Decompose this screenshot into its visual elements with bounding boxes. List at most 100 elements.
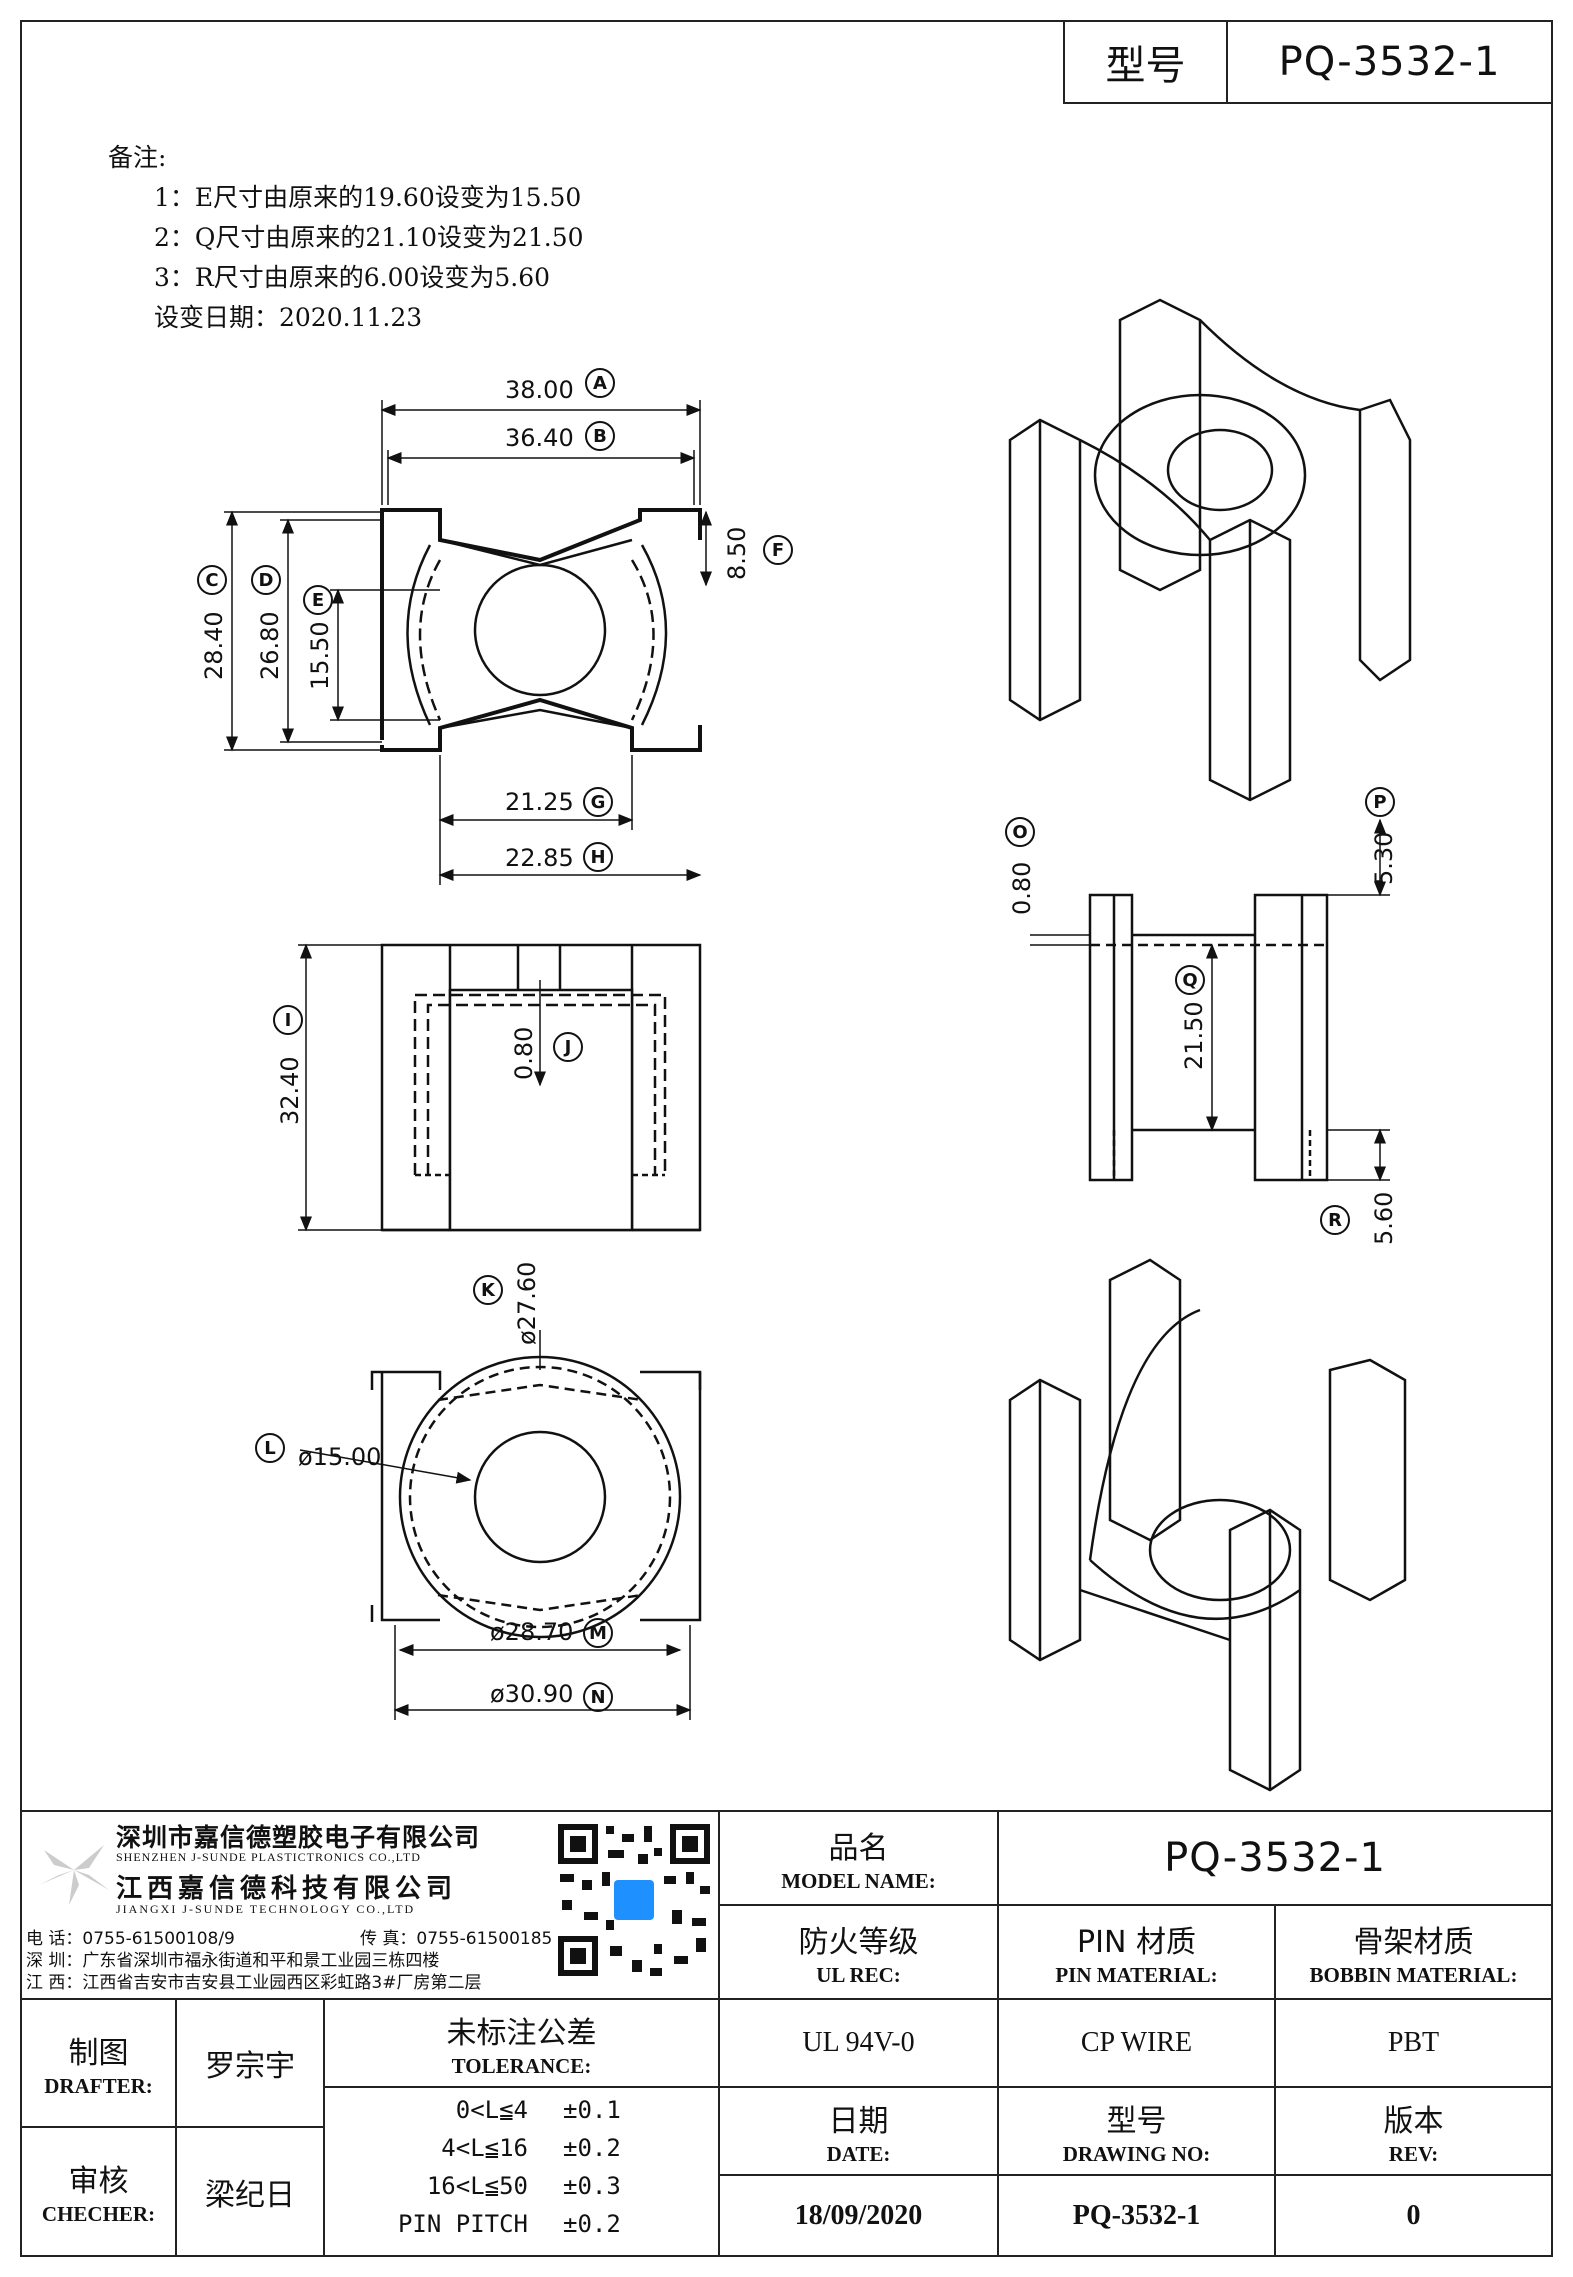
dim-D: 26.80 <box>256 611 284 680</box>
model-name-value-cell: PQ-3532-1 <box>997 1810 1553 1906</box>
drawing-no-value-cell: PQ-3532-1 <box>997 2174 1276 2257</box>
tolerance-label-en: TOLERANCE: <box>451 2053 592 2078</box>
tolerance-range: 16<L≦50 <box>426 2172 528 2200</box>
pin-value-cell: CP WIRE <box>997 1998 1276 2088</box>
dim-I: 32.40 <box>276 1056 304 1125</box>
dim-P: 5.30 <box>1370 832 1398 885</box>
date-label-en: DATE: <box>826 2141 891 2166</box>
dim-H: 22.85 <box>505 844 574 872</box>
svg-text:M: M <box>589 1623 607 1644</box>
company-name-jx: 江西嘉信德科技有限公司 <box>116 1874 458 1904</box>
rev-label-en: REV: <box>1388 2141 1439 2166</box>
svg-text:O: O <box>1012 822 1027 843</box>
bobbin-value-cell: PBT <box>1274 1998 1553 2088</box>
bobbin-value: PBT <box>1387 2027 1440 2058</box>
dim-F: 8.50 <box>723 527 751 580</box>
drafter-value-cell: 罗宗宇 <box>175 1998 325 2128</box>
type-label-cell: 型号 <box>1063 20 1228 104</box>
change-notes: 备注: 1：E尺寸由原来的19.60设变为15.50 2：Q尺寸由原来的21.1… <box>108 138 584 338</box>
rev-value: 0 <box>1406 2199 1421 2231</box>
drawing-no-label: 型号 <box>1106 2103 1167 2139</box>
side-view <box>1030 818 1390 1182</box>
ul-value-cell: UL 94V-0 <box>718 1998 999 2088</box>
tolerance-table: 0<L≦4 ±0.1 4<L≦16 ±0.2 16<L≦50 ±0.3 PIN … <box>323 2086 720 2257</box>
checker-label-en: CHECHER: <box>41 2202 156 2226</box>
dim-G: 21.25 <box>505 788 574 816</box>
company-fax: 传 真：0755-61500185 <box>360 1929 553 1949</box>
tolerance-range: 4<L≦16 <box>441 2134 528 2162</box>
tolerance-range: 0<L≦4 <box>455 2096 528 2124</box>
company-address-sz: 深 圳：广东省深圳市福永街道和平和景工业园三栋四楼 <box>26 1951 440 1971</box>
checker-value: 梁纪日 <box>205 2177 295 2213</box>
svg-text:F: F <box>772 540 784 561</box>
checker-label: 审核 <box>68 2164 129 2199</box>
company-block: 深圳市嘉信德塑胶电子有限公司 SHENZHEN J-SUNDE PLASTICT… <box>20 1812 720 1998</box>
drawing-no-label-cell: 型号 DRAWING NO: <box>997 2086 1276 2176</box>
type-label: 型号 <box>1105 43 1186 89</box>
pin-label-en: PIN MATERIAL: <box>1055 1962 1218 1987</box>
svg-text:A: A <box>593 373 607 394</box>
company-logo <box>39 1845 109 1905</box>
tolerance-range: PIN PITCH <box>397 2210 528 2238</box>
svg-text:K: K <box>481 1280 496 1301</box>
note-item: 设变日期：2020.11.23 <box>154 303 423 332</box>
bobbin-label: 骨架材质 <box>1353 1924 1474 1960</box>
model-name-label-cell: 品名 MODEL NAME: <box>718 1810 999 1906</box>
ul-label: 防火等级 <box>798 1924 919 1960</box>
drafter-value: 罗宗宇 <box>205 2049 295 2084</box>
tolerance-value: ±0.3 <box>563 2172 621 2200</box>
model-name-value: PQ-3532-1 <box>1164 1835 1386 1881</box>
tolerance-value: ±0.1 <box>563 2096 621 2124</box>
date-value: 18/09/2020 <box>794 2199 923 2231</box>
svg-text:G: G <box>591 792 606 813</box>
rev-label-cell: 版本 REV: <box>1274 2086 1553 2176</box>
checker-value-cell: 梁纪日 <box>175 2126 325 2257</box>
tolerance-label-cell: 未标注公差 TOLERANCE: <box>323 1998 720 2088</box>
drafter-label-cell: 制图 DRAFTER: <box>20 1998 177 2128</box>
dim-E: 15.50 <box>306 621 334 690</box>
model-name-label: 品名 <box>828 1830 889 1866</box>
dim-R: 5.60 <box>1370 1192 1398 1245</box>
bottom-view <box>299 1330 702 1720</box>
type-value-cell: PQ-3532-1 <box>1226 20 1553 104</box>
svg-text:H: H <box>590 847 605 868</box>
ul-value: UL 94V-0 <box>802 2027 915 2058</box>
company-phone: 电 话：0755-61500108/9 <box>26 1929 235 1949</box>
dim-A: 38.00 <box>505 376 574 404</box>
qr-code <box>554 1820 714 1980</box>
reference-markers: A B C D E F G H I J K L M N O P Q R <box>197 368 1395 1712</box>
pin-label: PIN 材质 <box>1077 1924 1196 1960</box>
ul-label-en: UL REC: <box>816 1962 901 1987</box>
svg-text:P: P <box>1373 792 1386 813</box>
pin-label-cell: PIN 材质 PIN MATERIAL: <box>997 1904 1276 2000</box>
front-view <box>298 943 702 1232</box>
svg-text:Q: Q <box>1182 970 1197 991</box>
dim-B: 36.40 <box>505 424 574 452</box>
pin-value: CP WIRE <box>1080 2027 1193 2058</box>
dim-L: ø15.00 <box>298 1443 381 1471</box>
bobbin-label-cell: 骨架材质 BOBBIN MATERIAL: <box>1274 1904 1553 2000</box>
svg-text:J: J <box>563 1037 572 1058</box>
dim-O: 0.80 <box>1008 862 1036 915</box>
date-label: 日期 <box>828 2103 889 2139</box>
company-name-jx-en: JIANGXI J-SUNDE TECHNOLOGY CO.,LTD <box>116 1902 416 1916</box>
drawing-no-label-en: DRAWING NO: <box>1062 2141 1211 2166</box>
dim-C: 28.40 <box>200 611 228 680</box>
bobbin-label-en: BOBBIN MATERIAL: <box>1309 1962 1518 1987</box>
svg-text:I: I <box>285 1010 292 1031</box>
drafter-label-en: DRAFTER: <box>44 2073 153 2098</box>
dim-J: 0.80 <box>510 1027 538 1080</box>
company-address-jx: 江 西：江西省吉安市吉安县工业园西区彩虹路3#厂房第二层 <box>26 1973 482 1993</box>
notes-title: 备注: <box>108 143 167 172</box>
date-label-cell: 日期 DATE: <box>718 2086 999 2176</box>
note-item: 1：E尺寸由原来的19.60设变为15.50 <box>154 183 582 212</box>
tolerance-label: 未标注公差 <box>446 2015 597 2051</box>
company-name-sz-en: SHENZHEN J-SUNDE PLASTICTRONICS CO.,LTD <box>116 1850 421 1864</box>
note-item: 2：Q尺寸由原来的21.10设变为21.50 <box>154 223 584 252</box>
note-item: 3：R尺寸由原来的6.00设变为5.60 <box>154 263 551 292</box>
svg-text:D: D <box>259 570 274 591</box>
drafter-label: 制图 <box>68 2035 129 2071</box>
dim-Q: 21.50 <box>1180 1001 1208 1070</box>
model-name-label-en: MODEL NAME: <box>781 1868 936 1893</box>
company-name-sz: 深圳市嘉信德塑胶电子有限公司 <box>116 1823 481 1852</box>
